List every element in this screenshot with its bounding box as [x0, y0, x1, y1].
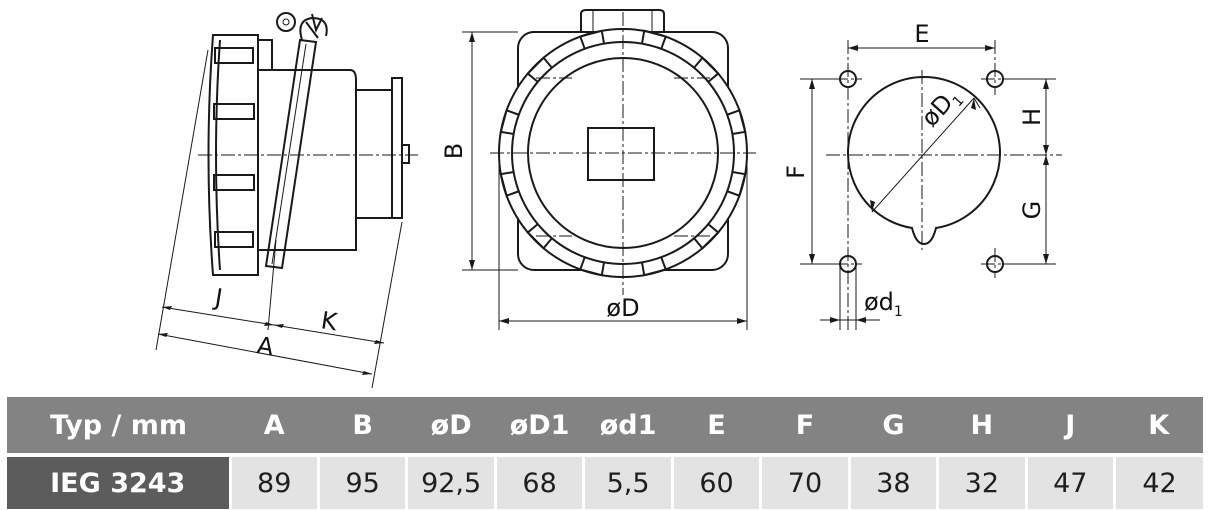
table-header-cell: J [1026, 397, 1115, 457]
table-cell: 5,5 [582, 455, 673, 509]
ring-notch [693, 223, 720, 250]
ring-notch [499, 108, 520, 136]
dim-label-a: A [255, 331, 276, 361]
dimension-table: Typ / mm A B øD øD1 ød1 E F G H J K IEG … [7, 397, 1203, 509]
table-cell: 32 [936, 455, 1027, 509]
front-view: B øD [440, 9, 756, 330]
side-view: J K A [155, 12, 418, 389]
table-header-row: Typ / mm A B øD øD1 ød1 E F G H J K [7, 397, 1203, 457]
ring-notch [578, 29, 606, 50]
dim-label-h: H [1018, 108, 1046, 126]
table-header-cell: A [230, 397, 319, 457]
table-header-cell: F [760, 397, 850, 457]
table-cell: 68 [493, 455, 584, 509]
table-cell: 47 [1024, 455, 1115, 509]
ring-notch [526, 223, 553, 250]
ring-notch [578, 256, 606, 277]
ring-notch [526, 56, 553, 83]
ring-notch [640, 29, 668, 50]
ring-notch [499, 170, 520, 198]
table-cell: 89 [228, 455, 319, 509]
ring-notch [726, 108, 747, 136]
table-cell: 70 [759, 455, 850, 509]
ring-notch [726, 170, 747, 198]
table-header-cell: H [937, 397, 1027, 457]
dim-label-j: J [211, 283, 224, 312]
table-header-cell: E [672, 397, 761, 457]
dim-label-b: B [440, 143, 468, 159]
table-cell: 42 [1113, 455, 1203, 509]
table-header-cell: B [318, 397, 407, 457]
table-cell: 38 [847, 455, 938, 509]
dim-label-od1: øD1 [916, 82, 968, 135]
dim-label-e: E [914, 20, 929, 48]
table-header-cell: K [1114, 397, 1203, 457]
ring-notch [693, 56, 720, 83]
dim-label-small-od1: ød1 [864, 288, 903, 320]
ring-notch [640, 256, 668, 277]
table-header-cell: Typ / mm [7, 397, 230, 457]
table-header-cell: ød1 [583, 397, 673, 457]
table-cell-type: IEG 3243 [7, 455, 230, 509]
table-row: IEG 3243 89 95 92,5 68 5,5 60 70 38 32 4… [7, 455, 1203, 509]
table-cell: 60 [670, 455, 761, 509]
table-cell: 95 [316, 455, 407, 509]
table-header-cell: øD1 [495, 397, 584, 457]
dim-label-od: øD [606, 294, 639, 322]
dim-label-k: K [319, 306, 340, 336]
technical-drawing: J K A B øD [155, 9, 1062, 389]
table-cell: 92,5 [405, 455, 496, 509]
table-header-cell: G [849, 397, 938, 457]
table-header-cell: øD [406, 397, 496, 457]
cutout-view: øD1 E F H G ød1 [782, 20, 1062, 330]
dim-label-f: F [782, 165, 810, 179]
dim-label-g: G [1018, 201, 1046, 220]
dim-label-small-od1-sub: 1 [894, 304, 903, 320]
